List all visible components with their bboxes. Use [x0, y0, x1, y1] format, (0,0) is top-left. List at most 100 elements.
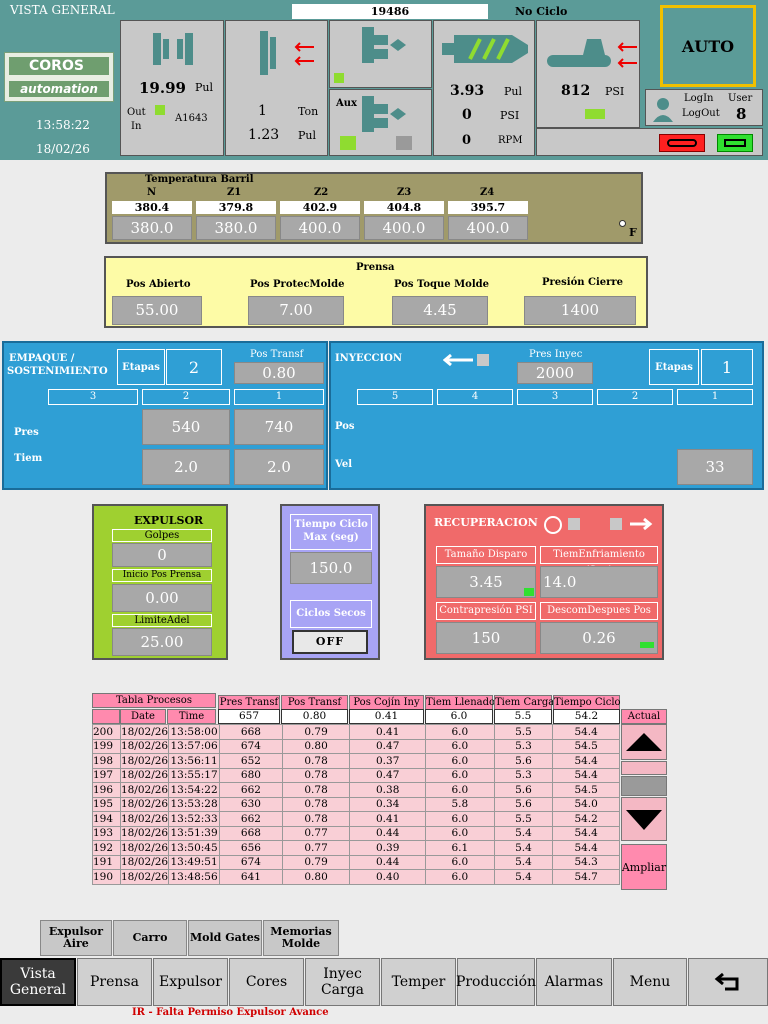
current-tiem-carga: 5.5: [494, 709, 552, 724]
table-cell: 6.0: [425, 811, 495, 827]
logout-button[interactable]: LogOut: [682, 108, 720, 119]
nav-temper[interactable]: Temper: [381, 958, 456, 1006]
login-button[interactable]: LogIn: [684, 93, 714, 104]
limite-adel-label: LimiteAdel: [112, 614, 212, 627]
nav-menu[interactable]: Menu: [613, 958, 687, 1006]
table-cell: 54.5: [552, 782, 620, 798]
cycle-max-input[interactable]: 150.0: [290, 552, 372, 584]
screw-icon: [442, 35, 528, 63]
scroll-track-top[interactable]: [621, 761, 667, 775]
table-cell: 192: [92, 840, 121, 856]
process-table-title: Tabla Procesos: [92, 693, 216, 708]
back-pressure-input[interactable]: 150: [436, 622, 536, 654]
table-cell: 0.78: [281, 767, 351, 783]
nav-produccion[interactable]: Producción: [456, 958, 536, 1006]
mold-gates-button[interactable]: Mold Gates: [188, 920, 262, 956]
iu-speed: 0: [462, 133, 472, 148]
pos-transf-input[interactable]: 0.80: [234, 362, 324, 384]
table-cell: 200: [92, 724, 121, 740]
pos-protecmolde-input[interactable]: 7.00: [248, 296, 344, 325]
unit-toggle-icon[interactable]: [619, 220, 626, 227]
table-cell: 198: [92, 753, 121, 769]
inject-vel-label: Vel: [335, 459, 353, 470]
table-cell: 5.6: [493, 782, 554, 798]
table-cell: 6.0: [425, 869, 495, 885]
heater-icon: [659, 134, 705, 152]
injection-unit-panel[interactable]: 3.93 Pul 0 PSI 0 RPM: [433, 20, 535, 156]
table-cell: 662: [219, 782, 283, 798]
zone-z4-setpoint[interactable]: 400.0: [448, 216, 528, 240]
inject-stages-input[interactable]: 1: [701, 349, 753, 385]
inject-vel-stage-1[interactable]: 33: [677, 449, 753, 485]
scroll-down-button[interactable]: [621, 797, 667, 841]
nav-expulsor[interactable]: Expulsor: [153, 958, 228, 1006]
table-cell: 674: [219, 854, 283, 870]
pack-pres-stage-1[interactable]: 740: [234, 409, 324, 445]
shot-size-input[interactable]: 3.45: [436, 566, 536, 598]
current-pos-transf: 0.80: [281, 709, 348, 724]
inicio-pos-input[interactable]: 0.00: [112, 584, 212, 612]
expulsor-aire-line1: Expulsor: [48, 924, 104, 938]
table-cell: 6.0: [425, 782, 495, 798]
pack-pres-stage-2[interactable]: 540: [142, 409, 230, 445]
pack-stages-input[interactable]: 2: [166, 349, 222, 385]
scroll-thumb[interactable]: [621, 776, 667, 796]
zone-z2-setpoint[interactable]: 400.0: [280, 216, 360, 240]
table-cell: 191: [92, 854, 121, 870]
nav-alarmas[interactable]: Alarmas: [536, 958, 612, 1006]
pos-toque-molde-input[interactable]: 4.45: [392, 296, 488, 325]
nav-prensa[interactable]: Prensa: [77, 958, 152, 1006]
table-cell: 0.78: [281, 782, 351, 798]
decompress-input[interactable]: 0.26: [540, 622, 658, 654]
logo-brand-text: COROS: [9, 57, 109, 75]
aux-panel[interactable]: Aux: [329, 89, 432, 156]
pos-abierto-input[interactable]: 55.00: [112, 296, 202, 325]
scroll-up-button[interactable]: [621, 724, 667, 760]
back-button[interactable]: [688, 958, 768, 1006]
logo-sub-text: automation: [9, 81, 109, 97]
shot-size-label: Tamaño Disparo: [436, 546, 536, 564]
presion-cierre-input[interactable]: 1400: [524, 296, 636, 325]
clamp-icon: [260, 31, 314, 75]
pack-tiem-stage-1[interactable]: 2.0: [234, 449, 324, 485]
expand-button[interactable]: Ampliar: [621, 844, 667, 890]
nav-vista-general-line1: Vista: [20, 965, 56, 982]
zone-z3-setpoint[interactable]: 400.0: [364, 216, 444, 240]
auto-mode-button[interactable]: AUTO: [660, 5, 756, 87]
zone-z1-setpoint[interactable]: 380.0: [196, 216, 276, 240]
aux-core-icon: [362, 96, 406, 132]
carro-button[interactable]: Carro: [113, 920, 187, 956]
pres-inyec-input[interactable]: 2000: [517, 362, 593, 384]
table-cell: 662: [219, 811, 283, 827]
zone-n-setpoint[interactable]: 380.0: [112, 216, 192, 240]
carriage-panel[interactable]: 812 PSI: [536, 20, 640, 128]
nav-cores[interactable]: Cores: [229, 958, 304, 1006]
pres-inyec-label: Pres Inyec: [529, 349, 583, 360]
core-panel[interactable]: [329, 20, 432, 88]
clamp-panel[interactable]: 1 Ton 1.23 Pul: [225, 20, 328, 156]
mold-panel[interactable]: 19.99 Pul Out In A1643: [120, 20, 224, 156]
limite-adel-input[interactable]: 25.00: [112, 628, 212, 656]
cooling-time-input[interactable]: 14.0: [540, 566, 658, 598]
user-panel[interactable]: LogIn LogOut User 8: [645, 89, 763, 126]
dry-cycle-toggle[interactable]: OFF: [292, 630, 368, 654]
col-pres-transf: Pres Transf: [218, 695, 280, 710]
aux-label: Aux: [336, 98, 357, 109]
pack-tiem-stage-2[interactable]: 2.0: [142, 449, 230, 485]
